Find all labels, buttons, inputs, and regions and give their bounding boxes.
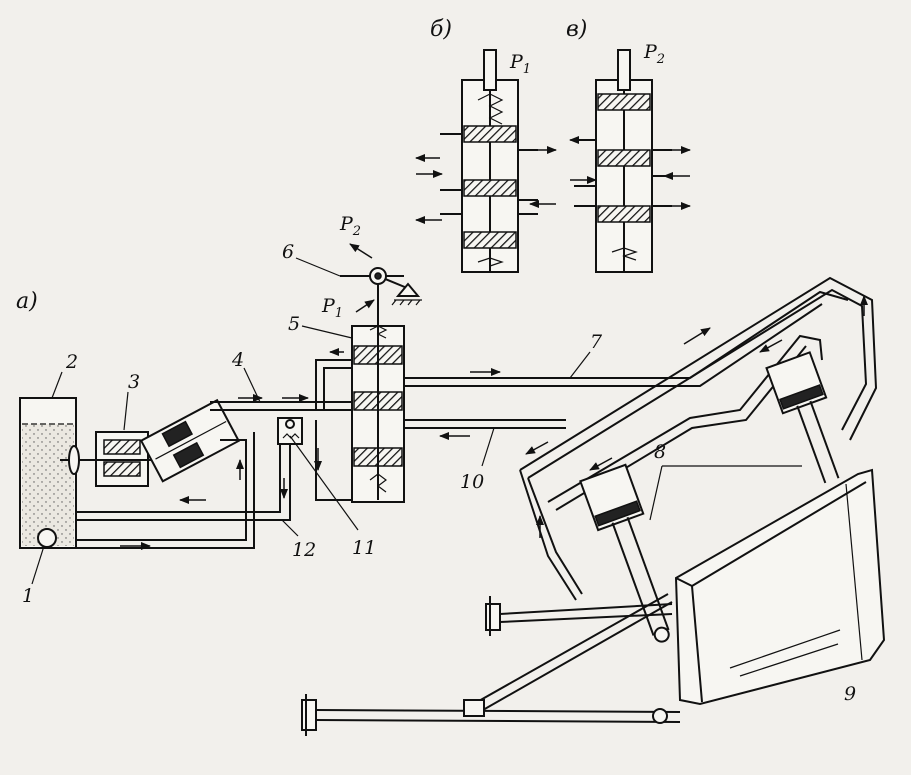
callout-3: 3: [128, 371, 140, 393]
callout-6: 6: [282, 241, 294, 263]
callout-11: 11: [352, 537, 376, 559]
push-arms: [301, 593, 681, 736]
tank: [19, 397, 77, 549]
callout-4: 4: [231, 349, 244, 371]
bulldozer-blade: [674, 468, 886, 706]
leader-8-b: [649, 465, 663, 521]
lever-force-p1: P1: [321, 295, 343, 321]
leader-lines: [31, 257, 591, 585]
return-line-12: [76, 429, 300, 549]
distributor-valve: [351, 270, 405, 503]
pump: [60, 398, 241, 487]
callout-8: 8: [654, 441, 666, 463]
panel-v-label: в): [566, 17, 587, 42]
valve-detail-v: [574, 49, 672, 273]
pipe-7: [404, 290, 849, 387]
filter: [37, 528, 57, 548]
valve-detail-b: [440, 49, 538, 273]
callout-9: 9: [844, 683, 856, 705]
callout-2: 2: [65, 351, 78, 373]
lever-force-p2: P2: [339, 213, 361, 239]
inset-b-force: P1: [509, 51, 531, 77]
callout-1: 1: [22, 585, 34, 607]
hydraulic-cylinder-right: [765, 351, 840, 484]
pressure-line-4: [210, 401, 352, 411]
panel-b-label: б): [430, 17, 452, 42]
inset-v-force: P2: [643, 41, 665, 67]
control-lever: [340, 267, 422, 306]
callout-12: 12: [292, 539, 316, 561]
callout-5: 5: [288, 313, 300, 335]
flow-arrows: [120, 136, 868, 550]
safety-valve: [277, 417, 303, 445]
callout-7: 7: [590, 331, 603, 353]
panel-a-label: а): [16, 289, 38, 314]
hydraulic-cylinder-left: [579, 463, 670, 643]
valve-return-loop: [315, 359, 352, 501]
callout-10: 10: [460, 471, 484, 493]
pipe-10: [404, 419, 566, 429]
